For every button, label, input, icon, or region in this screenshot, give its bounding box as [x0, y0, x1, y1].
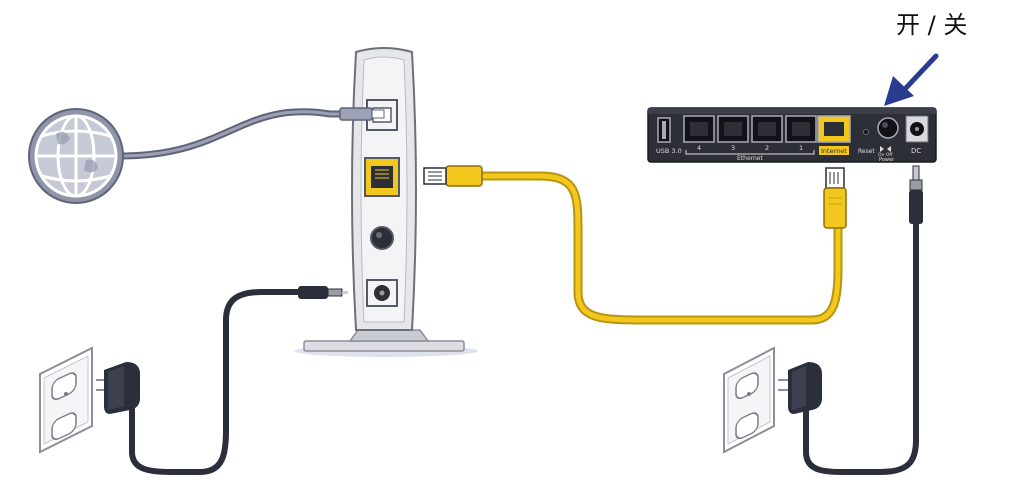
modem-dc-plug [298, 286, 348, 299]
ethernet-plug-router [823, 167, 847, 229]
port-number-label: 4 [697, 144, 701, 152]
power-adapter [778, 362, 822, 414]
ethernet-cable [475, 171, 843, 325]
power-label: Power [879, 157, 895, 163]
ethernet-group-bracket [685, 150, 815, 155]
modem-power-cable [129, 289, 303, 475]
power-adapter [96, 362, 140, 414]
router-ethernet-port [717, 115, 749, 143]
router-ethernet-port [785, 115, 817, 143]
port-number-label: 1 [799, 144, 803, 152]
modem-ethernet-port [364, 157, 400, 197]
modem [294, 47, 478, 357]
wall-outlet [39, 346, 93, 454]
modem-stand [303, 340, 465, 352]
globe-icon [28, 108, 124, 204]
router-dc-plug [909, 165, 923, 224]
router-power-cable [803, 219, 919, 475]
port-number-label: 3 [731, 144, 735, 152]
router-ethernet-port [751, 115, 783, 143]
router: USB 3.0 4 3 2 1 Ethernet Internet Reset … [647, 107, 937, 163]
ethernet-label: Ethernet [737, 155, 763, 162]
internet-label: Internet [821, 147, 847, 155]
power-switch-callout-label: 开 / 关 [896, 11, 967, 39]
ethernet-plug-modem [423, 165, 483, 187]
phone-line-cable [116, 108, 376, 160]
power-state-label: On Off [878, 152, 893, 158]
dc-label: DC [911, 147, 921, 155]
phone-plug [339, 107, 385, 121]
callout-arrow [901, 53, 939, 93]
usb-label: USB 3.0 [656, 147, 682, 155]
router-reset-hole [863, 129, 869, 135]
reset-label: Reset [858, 148, 875, 155]
power-button [877, 117, 899, 139]
wall-outlet [723, 346, 775, 454]
modem-button [370, 226, 394, 250]
router-internet-port [817, 115, 851, 143]
router-ethernet-port [683, 115, 715, 143]
port-number-label: 2 [765, 144, 769, 152]
